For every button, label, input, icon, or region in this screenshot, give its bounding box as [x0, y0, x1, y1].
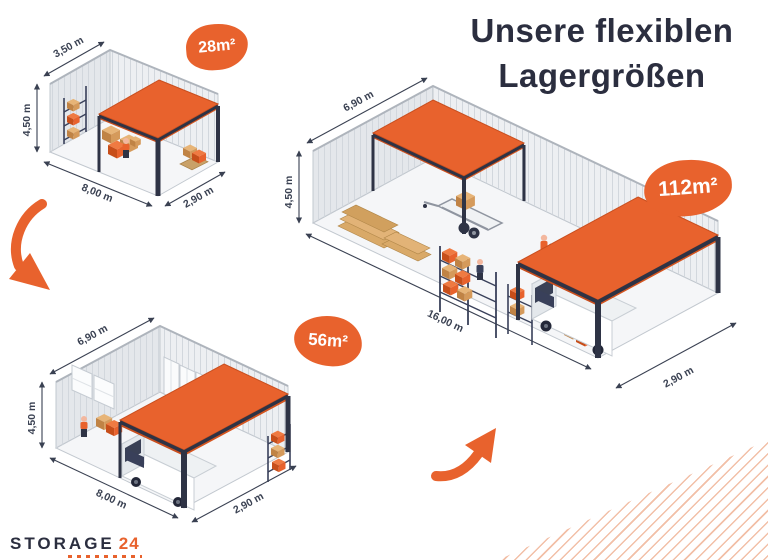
size-badge-28-label: 28m²	[197, 36, 237, 57]
size-badge-112-label: 112m²	[657, 173, 719, 202]
shelf-rack	[63, 86, 87, 144]
logo-wordmark: STORAGE	[10, 534, 115, 553]
canopy-roof	[97, 79, 220, 143]
storage-unit-28-illustration: 3,50 m 4,50 m 8,00 m 2,90 m	[21, 34, 226, 211]
dimension-label-left: 4,50 m	[26, 402, 38, 435]
logo-dashes-decoration	[68, 555, 142, 558]
size-badge-56-label: 56m²	[307, 329, 349, 352]
curved-arrow-down-icon	[9, 199, 50, 290]
dimension-label-top: 6,90 m	[341, 88, 375, 114]
pallet	[179, 144, 209, 171]
dimension-label-bottom: 16,00 m	[425, 308, 465, 335]
page-title: Unsere flexiblen Lagergrößen	[446, 8, 758, 98]
corner-stripes-decoration	[498, 440, 768, 560]
dimension-label-left: 4,50 m	[21, 104, 33, 137]
worker-figure	[476, 259, 484, 280]
curved-arrow-up-icon	[431, 428, 496, 482]
worker-figure	[80, 416, 88, 437]
dimension-label-bottom: 8,00 m	[94, 487, 129, 512]
title-line-2: Lagergrößen	[498, 57, 706, 94]
canopy-roof	[118, 363, 290, 456]
logo-number: 24	[118, 534, 140, 553]
worker-figure	[122, 136, 141, 158]
storage-unit-112-illustration: 6,90 m 4,50 m 16,00 m 2,90 m	[283, 77, 737, 390]
title-line-1: Unsere flexiblen	[470, 12, 734, 49]
dimension-label-right: 2,90 m	[661, 364, 695, 390]
dimension-label-right: 2,90 m	[231, 490, 265, 516]
dimension-label-right: 2,90 m	[181, 184, 215, 211]
dimension-label-top: 3,50 m	[51, 34, 85, 60]
dimension-label-left: 4,50 m	[283, 176, 295, 209]
storage-unit-56-illustration: 6,90 m 4,50 m 8,00 m 2,90 m	[26, 317, 297, 523]
dimension-label-bottom: 8,00 m	[80, 182, 115, 205]
